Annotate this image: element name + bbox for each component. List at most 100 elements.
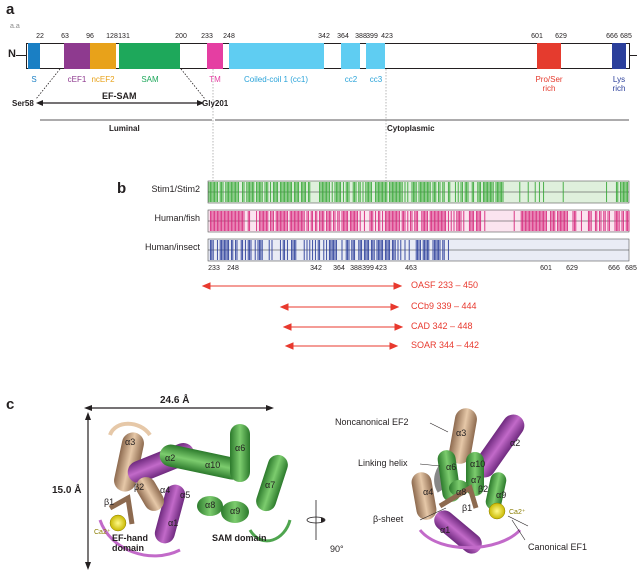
linking-helix-label: Linking helix xyxy=(358,458,408,468)
r-a1: α1 xyxy=(440,525,451,535)
b-tick-248: 248 xyxy=(227,265,239,272)
l-a4: α4 xyxy=(160,485,171,495)
panel-b-label: b xyxy=(117,180,127,197)
b-tick-388: 388 xyxy=(350,265,362,272)
l-a10: α10 xyxy=(205,460,221,470)
width-dimension: 24.6 Å xyxy=(160,395,190,406)
fragment-oasf: OASF 233 – 450 xyxy=(411,280,479,290)
l-a1: α1 xyxy=(168,518,179,528)
a-tick-399: 399 xyxy=(366,33,378,40)
domain-cc3 xyxy=(366,43,385,69)
structure-illustrations xyxy=(84,405,529,570)
beta-sheet-label: β-sheet xyxy=(373,514,404,524)
ef-hand-domain-label: EF-hand domain xyxy=(112,533,148,553)
domain-label-s: S xyxy=(31,75,37,84)
left-ca-label: Ca2⁺ xyxy=(94,529,111,536)
b-tick-666: 666 xyxy=(608,265,620,272)
l-a3: α3 xyxy=(125,437,136,447)
a-tick-666: 666 xyxy=(606,33,618,40)
cytoplasmic-label: Cytoplasmic xyxy=(387,124,435,133)
domain-label-cc3: cc3 xyxy=(369,75,383,84)
c-terminus-line xyxy=(629,55,637,56)
fragment-ccb9: CCb9 339 – 444 xyxy=(411,301,477,311)
a-tick-22: 22 xyxy=(36,33,44,40)
l-b1: β1 xyxy=(104,497,115,507)
a-tick-364: 364 xyxy=(337,33,349,40)
domain-s xyxy=(28,43,40,69)
r-a8: α8 xyxy=(456,487,467,497)
b-tick-364: 364 xyxy=(333,265,345,272)
domain-ncef2 xyxy=(90,43,116,69)
aa-label: a.a xyxy=(10,23,20,30)
domain-tm xyxy=(207,43,223,69)
n-terminus-label: N xyxy=(8,48,16,60)
domain-cef1 xyxy=(64,43,90,69)
domain-label-sam: SAM xyxy=(141,75,159,84)
domain-label-cc2: cc2 xyxy=(344,75,358,84)
r-a4: α4 xyxy=(423,487,434,497)
b-tick-399: 399 xyxy=(362,265,374,272)
b-tick-685: 685 xyxy=(625,265,637,272)
b-tick-342: 342 xyxy=(310,265,322,272)
r-a9: α9 xyxy=(496,490,507,500)
r-a10: α10 xyxy=(470,459,486,469)
r-a2: α2 xyxy=(510,438,521,448)
fragment-arrows xyxy=(201,282,404,350)
rotation-label: 90° xyxy=(330,544,344,554)
r-a7: α7 xyxy=(471,475,482,485)
a-tick-248: 248 xyxy=(223,33,235,40)
row-label-stim: Stim1/Stim2 xyxy=(151,184,200,194)
a-tick-601: 601 xyxy=(531,33,543,40)
right-structure xyxy=(411,408,529,554)
l-a9: α9 xyxy=(230,506,241,516)
domain-lys xyxy=(612,43,626,69)
fragment-cad: CAD 342 – 448 xyxy=(411,321,473,331)
sam-domain-label: SAM domain xyxy=(212,533,267,543)
domain-sam xyxy=(119,43,180,69)
fragment-soar: SOAR 344 – 442 xyxy=(411,340,480,350)
height-dimension: 15.0 Å xyxy=(52,485,82,496)
domain-label-cef1: cEF1 xyxy=(67,75,87,84)
l-a7: α7 xyxy=(265,480,276,490)
l-a2: α2 xyxy=(165,453,176,463)
a-tick-233: 233 xyxy=(201,33,213,40)
l-a5: α5 xyxy=(180,490,191,500)
r-a3: α3 xyxy=(456,428,467,438)
b-tick-233: 233 xyxy=(208,265,220,272)
left-structure xyxy=(98,421,292,558)
panel-c-label: c xyxy=(6,396,15,413)
domain-label-tm: TM xyxy=(209,75,221,84)
b-tick-463: 463 xyxy=(405,265,417,272)
panel-a-label: a xyxy=(6,1,15,18)
luminal-label: Luminal xyxy=(109,124,140,133)
ef-sam-label: EF-SAM xyxy=(102,91,137,101)
b-tick-601: 601 xyxy=(540,265,552,272)
a-tick-200: 200 xyxy=(175,33,187,40)
domain-pro-ser xyxy=(537,43,561,69)
l-a6: α6 xyxy=(235,443,246,453)
a-tick-388: 388 xyxy=(355,33,367,40)
a-tick-629: 629 xyxy=(555,33,567,40)
ef-sam-bracket xyxy=(35,68,629,200)
r-b2: β2 xyxy=(478,484,489,494)
conservation-tracks xyxy=(207,180,630,262)
b-tick-423: 423 xyxy=(375,265,387,272)
ser58-label: Ser58 xyxy=(12,99,34,108)
a-tick-96: 96 xyxy=(86,33,94,40)
domain-label-pro-ser: Pro/Ser rich xyxy=(535,75,563,93)
rotation-icon xyxy=(306,500,326,540)
a-tick-131: 131 xyxy=(118,33,130,40)
r-a6: α6 xyxy=(446,462,457,472)
l-b2: β2 xyxy=(134,482,145,492)
right-ca-label: Ca2⁺ xyxy=(509,509,526,516)
gly201-label: Gly201 xyxy=(202,99,229,108)
row-label-human-insect: Human/insect xyxy=(144,242,200,252)
n-terminus-line xyxy=(16,55,26,56)
a-tick-63: 63 xyxy=(61,33,69,40)
domain-label-cc1: Coiled-coil 1 (cc1) xyxy=(243,75,309,84)
r-b1: β1 xyxy=(462,503,473,513)
domain-cc1 xyxy=(229,43,324,69)
canonical-ef1-label: Canonical EF1 xyxy=(528,542,588,552)
a-tick-423: 423 xyxy=(381,33,393,40)
noncanonical-ef2-label: Noncanonical EF2 xyxy=(335,417,409,427)
